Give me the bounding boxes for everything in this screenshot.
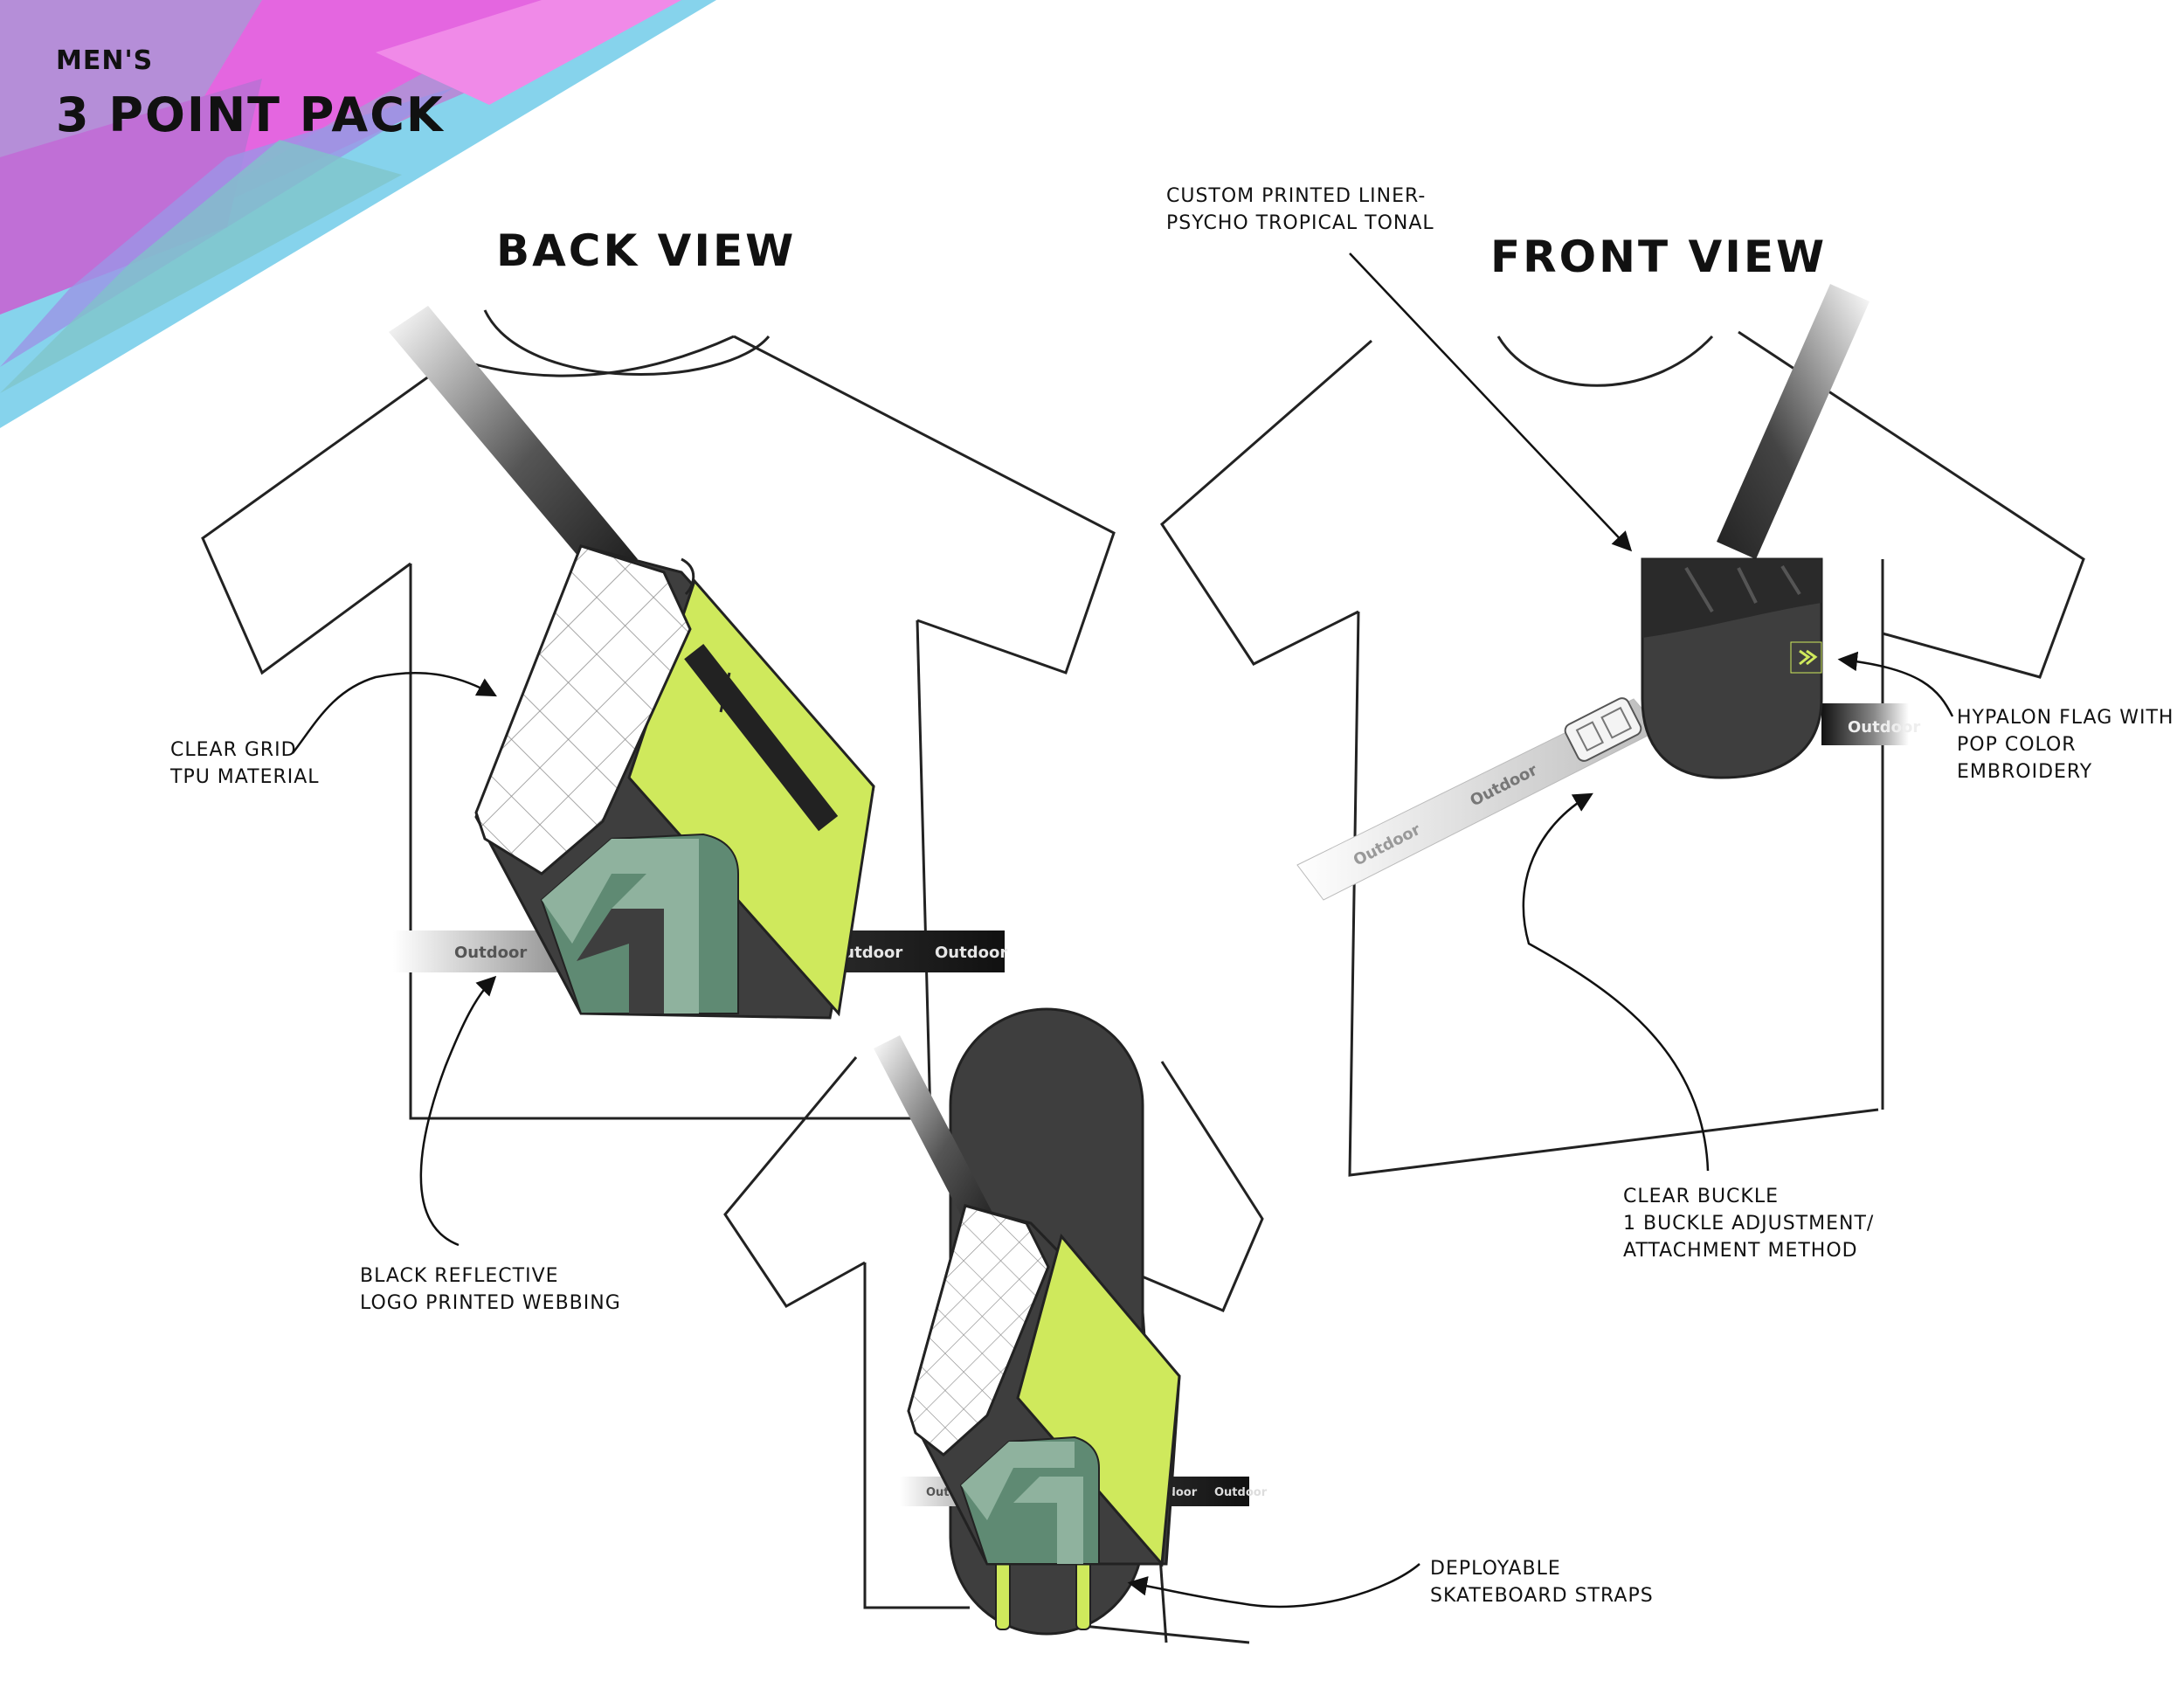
leader-buckle: [1522, 792, 1710, 1172]
front-view-pouch: [1641, 557, 1823, 779]
callout-buckle: CLEAR BUCKLE 1 BUCKLE ADJUSTMENT/ ATTACH…: [1623, 1183, 1874, 1264]
leader-skate: [1127, 1563, 1420, 1608]
callout-webbing-line: LOGO PRINTED WEBBING: [360, 1292, 621, 1314]
back-view-pack: [474, 544, 875, 1020]
callout-buckle-line: CLEAR BUCKLE: [1623, 1186, 1779, 1207]
webbing-logo-text: Outdoor: [1214, 1486, 1268, 1499]
webbing-logo-text: Outdoor: [454, 944, 527, 962]
callout-grid-line: CLEAR GRID: [170, 739, 297, 761]
callout-hypalon: HYPALON FLAG WITH POP COLOR EMBROIDERY: [1957, 704, 2174, 785]
hypalon-flag-icon: [1790, 641, 1822, 674]
callout-buckle-line: 1 BUCKLE ADJUSTMENT/: [1623, 1213, 1875, 1235]
callout-skate: DEPLOYABLE SKATEBOARD STRAPS: [1430, 1555, 1654, 1609]
callout-liner-line: PSYCHO TROPICAL TONAL: [1166, 212, 1434, 234]
callout-grid: CLEAR GRID TPU MATERIAL: [170, 737, 320, 791]
front-shoulder-strap: [1717, 284, 1870, 559]
page-title: 3 POINT PACK: [56, 87, 445, 142]
callout-hypalon-line: EMBROIDERY: [1957, 761, 2093, 783]
callout-buckle-line: ATTACHMENT METHOD: [1623, 1240, 1858, 1262]
callout-skate-line: DEPLOYABLE: [1430, 1558, 1561, 1580]
back-view-heading: BACK VIEW: [496, 225, 797, 276]
callout-webbing: BLACK REFLECTIVE LOGO PRINTED WEBBING: [360, 1263, 621, 1317]
front-view-shirt: [1160, 330, 2085, 1177]
clear-buckle: [1564, 697, 1642, 762]
back-view-shirt: [201, 309, 1116, 1120]
front-view-heading: FRONT VIEW: [1490, 232, 1828, 282]
webbing-logo-text: Outdoor: [1848, 718, 1920, 737]
callout-grid-line: TPU MATERIAL: [170, 766, 320, 788]
webbing-logo-text: Outdoor: [935, 944, 1007, 962]
corner-banner: [0, 0, 716, 428]
callout-hypalon-line: POP COLOR: [1957, 734, 2077, 756]
skate-shoulder-strap: [874, 1035, 1000, 1241]
callout-hypalon-line: HYPALON FLAG WITH: [1957, 707, 2174, 729]
leader-webbing: [419, 975, 497, 1247]
skate-view-pack: [907, 1204, 1181, 1567]
callout-liner: CUSTOM PRINTED LINER- PSYCHO TROPICAL TO…: [1166, 183, 1434, 237]
back-shoulder-strap: [389, 306, 638, 585]
leader-grid: [292, 671, 497, 754]
leader-hypalon: [1837, 651, 1954, 717]
leader-liner: [1349, 253, 1633, 552]
callout-liner-line: CUSTOM PRINTED LINER-: [1166, 185, 1427, 207]
front-clear-webbing: Outdoor Outdoor Outdoor: [1296, 697, 1920, 901]
header-subtitle: MEN'S: [56, 45, 154, 76]
callout-skate-line: SKATEBOARD STRAPS: [1430, 1585, 1654, 1607]
callout-webbing-line: BLACK REFLECTIVE: [360, 1265, 559, 1287]
callout-leader-lines: [292, 253, 1954, 1608]
